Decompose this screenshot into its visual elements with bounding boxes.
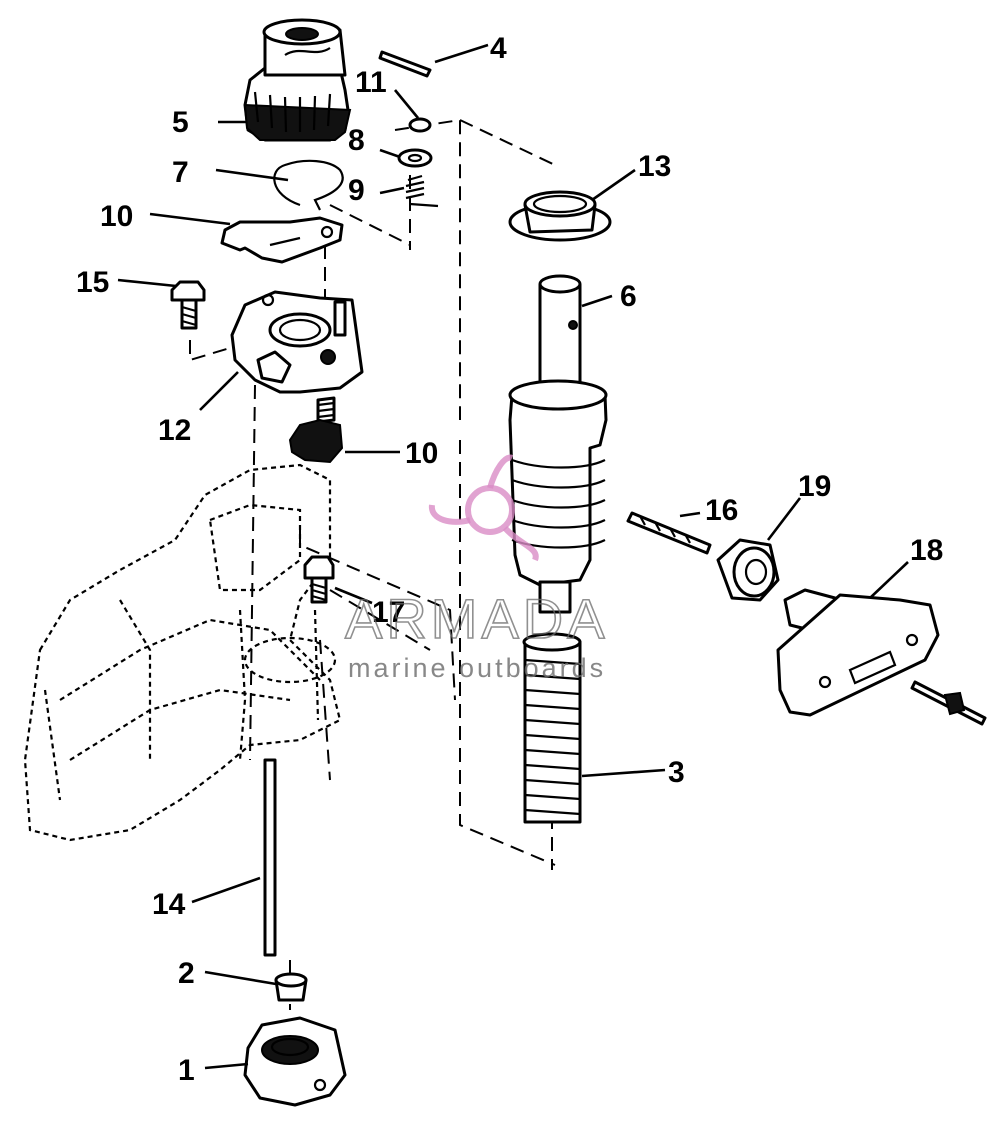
- watermark-subtitle: marine outboards: [348, 653, 606, 683]
- callout-15: 15: [76, 266, 109, 299]
- callout-5: 5: [172, 106, 189, 139]
- part-10-pawl: [288, 396, 344, 464]
- part-4-pin: [378, 50, 432, 78]
- callout-9: 9: [348, 174, 365, 207]
- part-17-bolt: [303, 555, 335, 604]
- callout-7: 7: [172, 156, 189, 189]
- part-7-spring-clip: [273, 159, 344, 211]
- part-10-pawl-plate: [220, 216, 344, 264]
- part-3-rewind-spring: [522, 632, 582, 824]
- callout-18: 18: [910, 534, 943, 567]
- callout-3: 3: [668, 756, 685, 789]
- part-6-pulley-shaft: [508, 274, 608, 614]
- part-16-rope: [626, 511, 987, 726]
- callout-1: 1: [178, 1054, 195, 1087]
- callout-17: 17: [372, 596, 405, 629]
- part-15-screw: [170, 280, 206, 330]
- callout-16: 16: [705, 494, 738, 527]
- callout-2: 2: [178, 957, 195, 990]
- part-5-pinion-gear: [243, 18, 352, 142]
- part-1-base-bracket: [243, 1016, 347, 1107]
- callout-12: 12: [158, 414, 191, 447]
- callout-labels: 4 11 5 8 7 9 10 15 12 13 6 10 16 19 18 1…: [76, 32, 943, 1087]
- part-12-mounting-plate: [230, 290, 364, 394]
- callout-10-upper: 10: [100, 200, 133, 233]
- callout-13: 13: [638, 150, 671, 183]
- callout-14: 14: [152, 888, 186, 921]
- part-9-spring: [405, 174, 439, 208]
- callout-19: 19: [798, 470, 831, 503]
- part-14-rod: [263, 758, 277, 957]
- callout-11: 11: [355, 66, 387, 99]
- housing-ghost-outline: [23, 463, 342, 842]
- watermark-logo-icon: [429, 454, 539, 562]
- part-2-cup: [274, 972, 308, 1002]
- part-18-handle: [776, 588, 940, 717]
- callout-4: 4: [490, 32, 507, 65]
- callout-6: 6: [620, 280, 637, 313]
- part-11-retaining-ring: [408, 117, 432, 133]
- part-19-bushing: [716, 538, 780, 602]
- watermark: ARMADA marine outboards: [344, 586, 609, 683]
- callout-10-lower: 10: [405, 437, 438, 470]
- part-8-washer: [397, 148, 433, 168]
- part-13-bushing: [508, 190, 612, 242]
- callout-8: 8: [348, 124, 365, 157]
- alignment-lines: [189, 118, 556, 1010]
- watermark-title: ARMADA: [345, 587, 609, 650]
- leader-lines: [117, 43, 909, 1070]
